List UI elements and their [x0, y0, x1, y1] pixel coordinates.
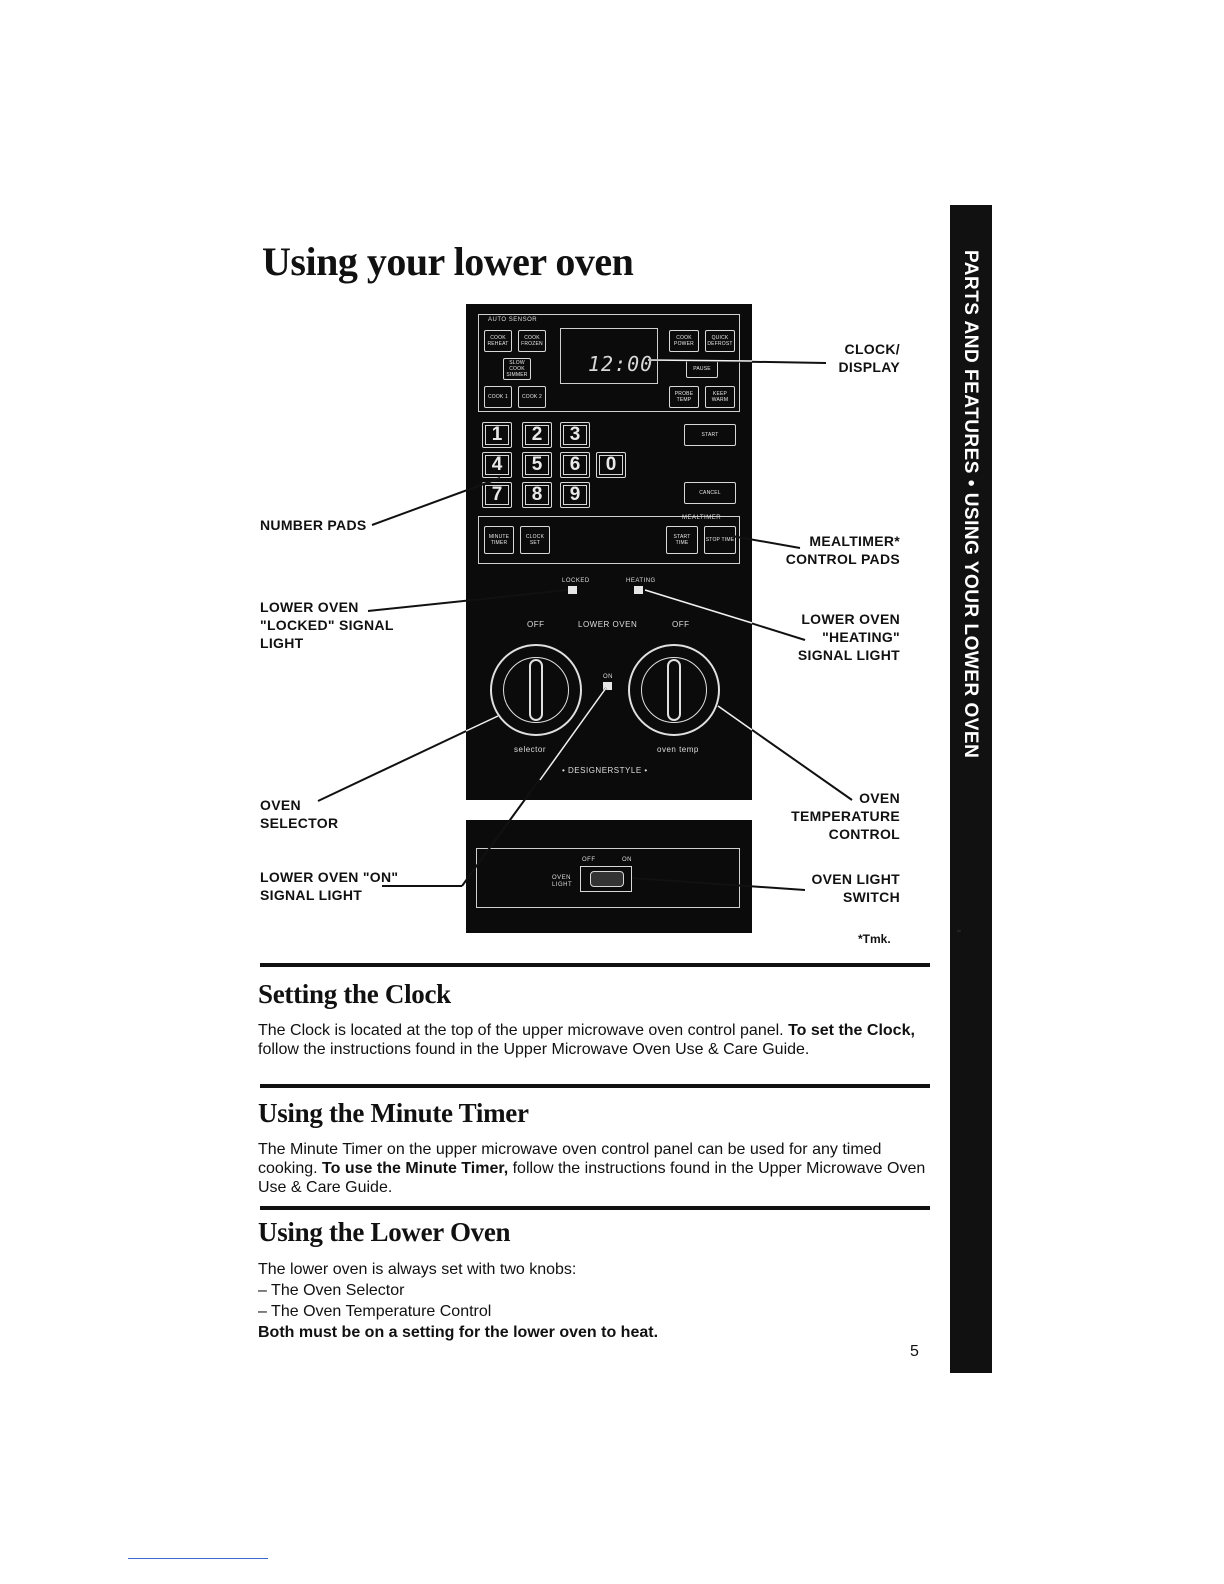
- oven-temp-indicator: [667, 659, 681, 721]
- number-pad: 7: [482, 482, 512, 508]
- oven-light-switch: [580, 866, 632, 892]
- lower-oven-label: LOWER OVEN: [578, 620, 638, 629]
- callout-on-light: LOWER OVEN "ON"SIGNAL LIGHT: [260, 869, 399, 903]
- leader-clock-inner: [647, 359, 753, 362]
- cook-2-pad: COOK 2: [518, 386, 546, 408]
- cook-1-pad: COOK 1: [484, 386, 512, 408]
- brand-logo: • DESIGNERSTYLE •: [562, 766, 648, 775]
- section-heading-lower-oven: Using the Lower Oven: [258, 1217, 511, 1247]
- leader-locked: [367, 589, 569, 612]
- auto-sensor-label: AUTO SENSOR: [488, 317, 538, 323]
- number-pad: 3: [560, 422, 590, 448]
- leader-number-pads: [371, 477, 501, 526]
- oven-light-frame: [476, 848, 740, 908]
- section-heading-clock: Setting the Clock: [258, 979, 451, 1009]
- number-pad: 8: [522, 482, 552, 508]
- clock-display: [560, 328, 658, 384]
- minute-timer-pad: MINUTE TIMER: [484, 526, 514, 554]
- side-tab: [950, 205, 992, 1373]
- leader-temp-inner: [717, 705, 753, 731]
- number-pad: 9: [560, 482, 590, 508]
- switch-on-label: ON: [622, 857, 632, 863]
- locked-label: LOCKED: [562, 578, 590, 584]
- oven-selector-knob: [490, 644, 582, 736]
- cook-frozen-pad: COOK FROZEN: [518, 330, 546, 352]
- cancel-pad: CANCEL: [684, 482, 736, 504]
- clock-display-readout: 12:00: [588, 352, 654, 376]
- leader-light-switch: [631, 877, 806, 891]
- callout-heating-light: LOWER OVEN"HEATING"SIGNAL LIGHT: [797, 611, 900, 663]
- heating-label: HEATING: [626, 578, 656, 584]
- number-pad: 6: [560, 452, 590, 478]
- callout-clock-display: CLOCK/DISPLAY: [838, 341, 900, 375]
- section-body-clock: The Clock is located at the top of the u…: [258, 1022, 915, 1058]
- quick-defrost-pad: QUICK DEFROST: [705, 330, 735, 352]
- leader-on-inner: [539, 687, 607, 781]
- number-pad: 0: [596, 452, 626, 478]
- leader-heating-inner: [644, 589, 753, 624]
- page-title: Using your lower oven: [262, 239, 634, 284]
- on-label: ON: [603, 674, 613, 680]
- number-pad: 5: [522, 452, 552, 478]
- slow-cook-pad: SLOW COOK SIMMER: [503, 358, 531, 380]
- stop-time-pad: STOP TIME: [704, 526, 736, 554]
- section-rule: [260, 1206, 930, 1210]
- callout-mealtimer: MEALTIMER*CONTROL PADS: [785, 533, 900, 567]
- number-pad: 1: [482, 422, 512, 448]
- oven-light-label: OVEN LIGHT: [552, 875, 573, 888]
- oven-selector-ring: [503, 657, 569, 723]
- section-heading-minute-timer: Using the Minute Timer: [258, 1098, 529, 1128]
- oven-temp-label: oven temp: [657, 745, 699, 754]
- section-body-lower-oven: The lower oven is always set with two kn…: [258, 1261, 659, 1341]
- auto-sensor-group: [478, 314, 740, 412]
- side-tick: [957, 930, 961, 932]
- start-pad: START: [684, 424, 736, 446]
- leader-selector-inner: [465, 715, 499, 732]
- mealtimer-label: MEALTIMER: [682, 515, 722, 521]
- section-rule: [260, 1084, 930, 1088]
- switch-off-label: OFF: [582, 857, 596, 863]
- callout-number-pads: NUMBER PADS: [260, 517, 367, 533]
- on-signal-light: [603, 682, 612, 690]
- number-pad: 2: [522, 422, 552, 448]
- oven-selector-indicator: [529, 659, 543, 721]
- selector-label: selector: [514, 745, 547, 754]
- oven-temp-ring: [641, 657, 707, 723]
- page-number: 5: [910, 1343, 919, 1360]
- off-label-left: OFF: [527, 620, 545, 629]
- oven-temp-knob: [628, 644, 720, 736]
- off-label-right: OFF: [672, 620, 690, 629]
- start-time-pad: START TIME: [666, 526, 698, 554]
- number-pad: 4: [482, 452, 512, 478]
- heating-signal-light: [634, 586, 643, 594]
- probe-temp-pad: PROBE TEMP: [669, 386, 699, 408]
- oven-light-rocker: [590, 871, 624, 887]
- cook-reheat-pad: COOK REHEAT: [484, 330, 512, 352]
- cook-power-pad: COOK POWER: [669, 330, 699, 352]
- section-body-minute-timer: The Minute Timer on the upper microwave …: [258, 1141, 926, 1196]
- trademark-note: *Tmk.: [858, 932, 891, 946]
- mealtimer-group: [478, 516, 740, 564]
- leader-mealtimer: [731, 535, 801, 549]
- locked-signal-light: [568, 586, 577, 594]
- clock-set-pad: CLOCK SET: [520, 526, 550, 554]
- footer-rule: [128, 1558, 268, 1559]
- section-rule: [260, 963, 930, 967]
- keep-warm-pad: KEEP WARM: [705, 386, 735, 408]
